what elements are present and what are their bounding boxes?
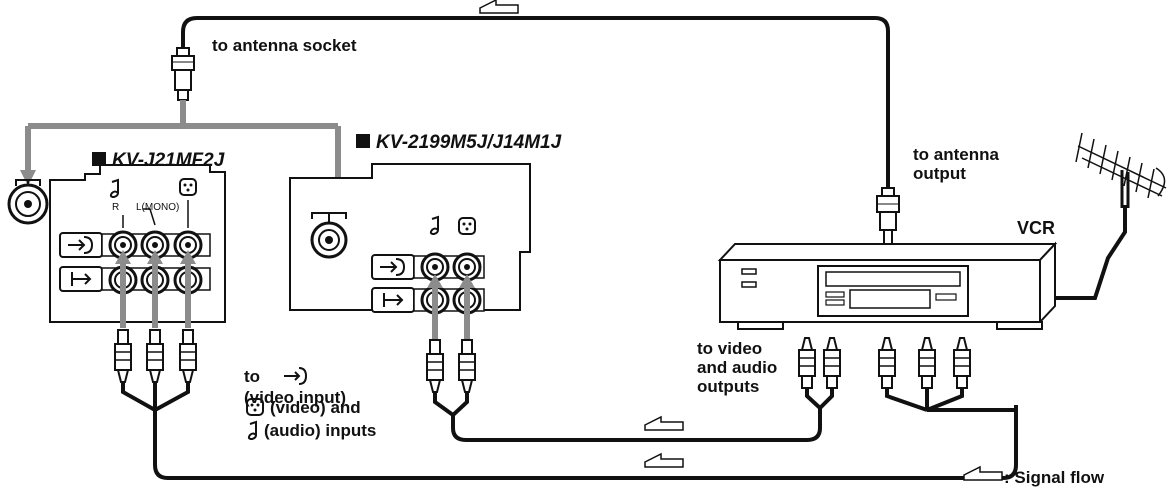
- signal-flow-arrow-icon: [644, 453, 684, 468]
- jack-label-l-mono: L(MONO): [136, 202, 180, 213]
- vcr: [717, 241, 1058, 330]
- antenna-icon: [1075, 132, 1167, 208]
- label-antenna-output-1: to antenna: [913, 145, 999, 164]
- audio-note-icon: [247, 420, 257, 441]
- audio-note-icon: [109, 178, 119, 199]
- antenna-jack-icon: [7, 179, 49, 225]
- model-label-left: KV-J21MF2J: [92, 150, 224, 172]
- video-output-icon: [71, 272, 92, 286]
- signal-flow-arrow-icon: [963, 466, 1003, 481]
- video-input-icon: [68, 236, 94, 254]
- signal-flow-arrow-icon: [479, 0, 519, 14]
- legend-signal-flow: : Signal flow: [1004, 468, 1105, 487]
- antenna-connector-vcr: [876, 187, 900, 245]
- antenna-jack-icon: [310, 212, 348, 259]
- label-vcr-outputs-2: and audio: [697, 358, 778, 377]
- label-antenna-output-2: output: [913, 164, 966, 183]
- label-vcr: VCR: [1017, 218, 1056, 238]
- antenna-connector-top: [171, 47, 195, 101]
- video-input-icon: [284, 367, 308, 385]
- label-vcr-outputs-1: to video: [697, 339, 763, 358]
- label-audio-inputs: (audio) inputs: [264, 421, 377, 440]
- label-video-and: (video) and: [270, 398, 361, 417]
- signal-flow-arrow-icon: [644, 416, 684, 431]
- jack-label-r: R: [112, 202, 120, 213]
- label-vcr-outputs-3: outputs: [697, 377, 760, 396]
- label-video-input-to: to: [244, 367, 261, 386]
- label-video-input: (video input): [244, 388, 346, 407]
- video-face-icon: [179, 178, 197, 196]
- model-label-right: KV-2199M5J/J14M1J: [356, 132, 561, 154]
- label-antenna-socket: to antenna socket: [212, 36, 357, 55]
